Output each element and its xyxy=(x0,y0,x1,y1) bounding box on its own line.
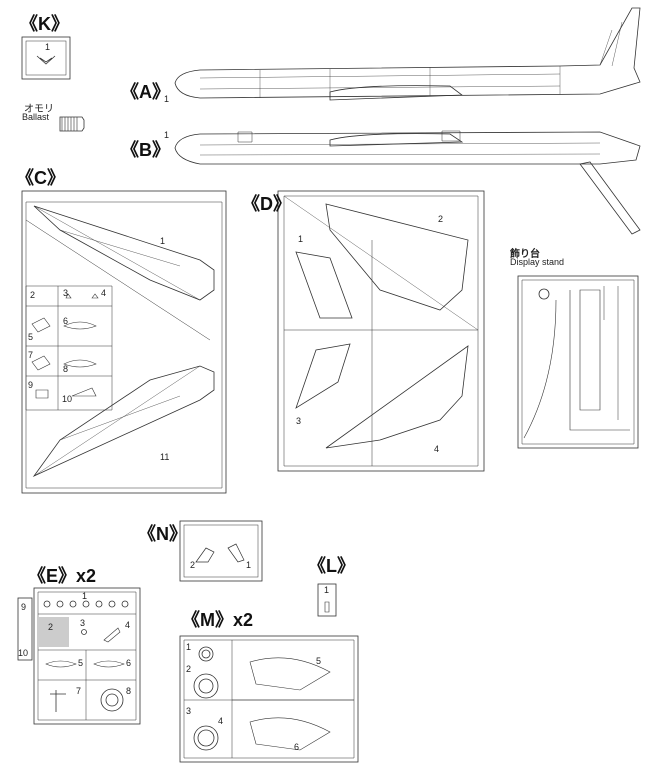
part-number-c1: 1 xyxy=(160,236,166,246)
part-number-c7: 7 xyxy=(28,350,34,360)
part-number-e4: 4 xyxy=(125,620,131,630)
part-number-e8: 8 xyxy=(126,686,132,696)
fuselage-b xyxy=(174,130,641,235)
part-number-c11: 11 xyxy=(160,452,170,462)
part-number-m1: 1 xyxy=(186,642,192,652)
part-number-e6: 6 xyxy=(126,658,132,668)
sprue-k xyxy=(21,36,71,80)
part-number-c5: 5 xyxy=(28,332,34,342)
part-number-l1: 1 xyxy=(324,585,330,595)
part-number-m2: 2 xyxy=(186,664,192,674)
part-number-e5: 5 xyxy=(78,658,84,668)
label-sprue-a: 《A》 xyxy=(121,82,170,102)
part-number-d2: 2 xyxy=(438,214,444,224)
sprue-e xyxy=(17,587,141,725)
part-number-c3: 3 xyxy=(63,288,69,298)
part-number-b1: 1 xyxy=(164,130,170,140)
display-stand xyxy=(517,275,639,449)
part-number-c9: 9 xyxy=(28,380,34,390)
part-number-c4: 4 xyxy=(101,288,107,298)
part-number-e9: 9 xyxy=(21,602,27,612)
part-number-e7: 7 xyxy=(76,686,82,696)
label-sprue-n: 《N》 xyxy=(138,524,187,544)
part-number-c6: 6 xyxy=(63,316,69,326)
part-number-e10: 10 xyxy=(18,648,29,658)
label-sprue-d: 《D》 xyxy=(242,194,291,214)
part-number-e2: 2 xyxy=(48,622,54,632)
sprue-m xyxy=(179,635,359,763)
sprue-c xyxy=(21,190,227,494)
part-number-d1: 1 xyxy=(298,234,304,244)
label-sprue-c: 《C》 xyxy=(16,168,65,188)
part-number-c10: 10 xyxy=(62,394,73,404)
part-number-c2: 2 xyxy=(30,290,36,300)
part-number-m5: 5 xyxy=(316,656,322,666)
part-number-k1: 1 xyxy=(45,42,51,52)
label-sprue-l: 《L》 xyxy=(308,556,355,576)
sprue-l xyxy=(317,583,337,617)
ballast-label-jp: オモリ xyxy=(24,104,54,115)
label-sprue-k: 《K》 xyxy=(20,14,69,34)
label-sprue-m: 《M》x2 xyxy=(182,610,254,630)
part-number-n1: 1 xyxy=(246,560,252,570)
part-number-m4: 4 xyxy=(218,716,224,726)
part-number-d3: 3 xyxy=(296,416,302,426)
fuselage-a xyxy=(174,7,641,101)
stand-label-en: Display stand xyxy=(510,257,565,267)
part-number-e1: 1 xyxy=(82,591,88,601)
ballast-label-en: Ballast xyxy=(22,112,50,122)
part-number-c8: 8 xyxy=(63,364,69,374)
part-number-d4: 4 xyxy=(434,444,440,454)
part-number-e3: 3 xyxy=(80,618,86,628)
part-number-m3: 3 xyxy=(186,706,192,716)
label-sprue-e: 《E》x2 xyxy=(28,566,97,586)
part-number-a1: 1 xyxy=(164,94,170,104)
stand-label-jp: 飾り台 xyxy=(510,249,540,260)
ballast-part xyxy=(59,116,85,132)
part-number-m6: 6 xyxy=(294,742,300,752)
sprue-d xyxy=(277,190,485,472)
sprue-n xyxy=(179,520,263,582)
part-number-n2: 2 xyxy=(190,560,196,570)
label-sprue-b: 《B》 xyxy=(121,140,170,160)
